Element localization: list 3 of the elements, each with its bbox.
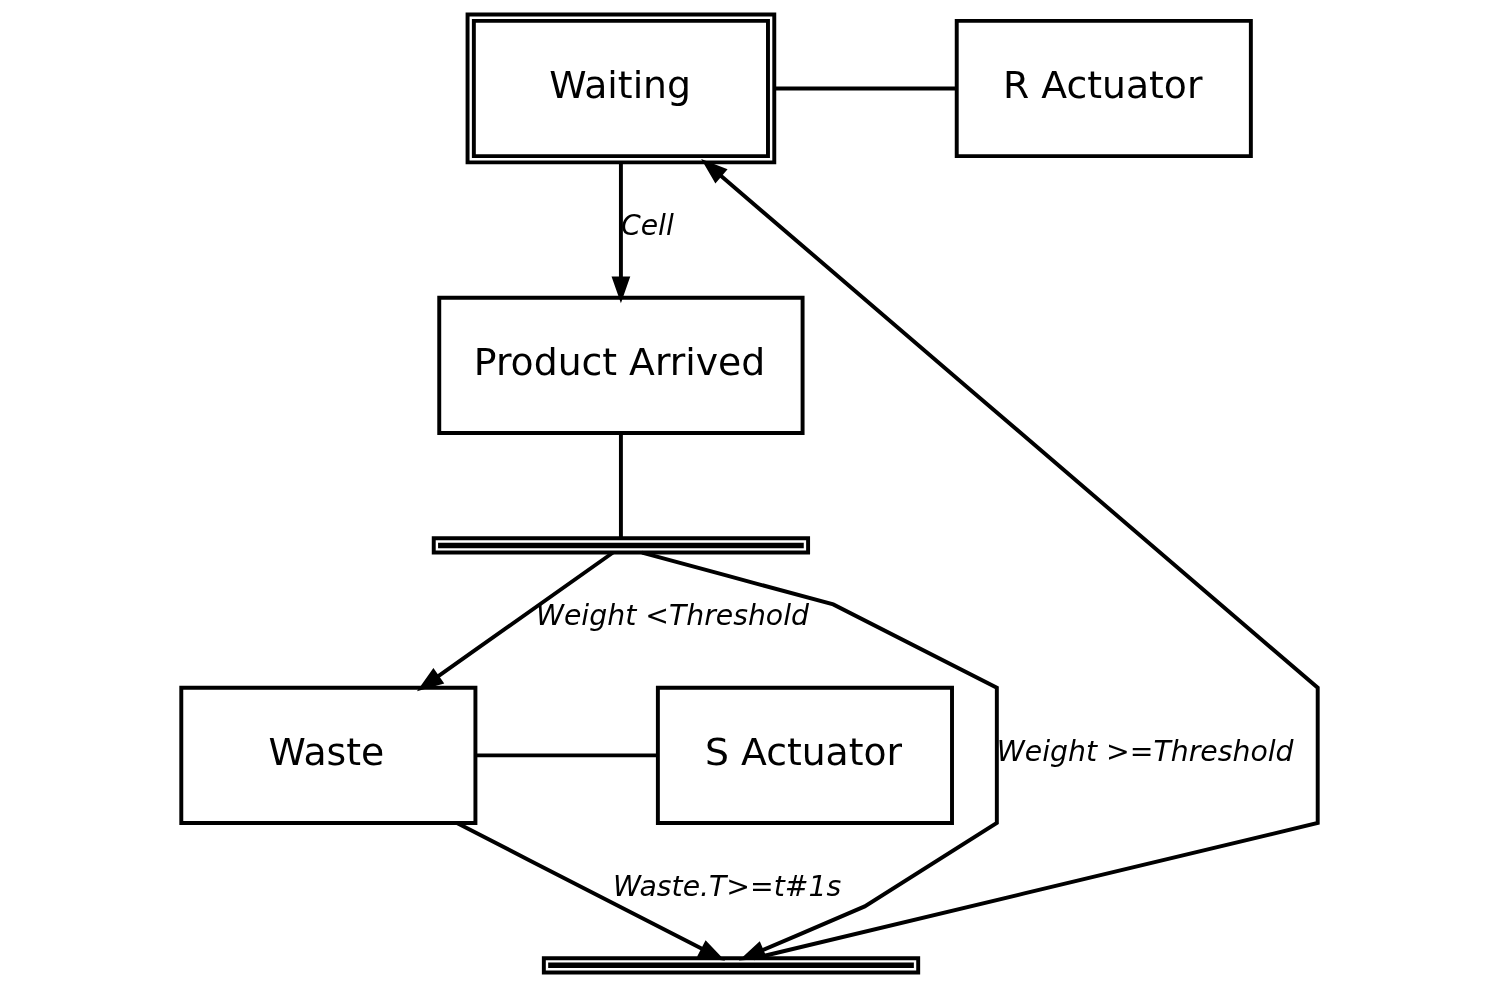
edge-label: Weight <Threshold (535, 599, 809, 633)
edge-label: Waste.T>=t#1s (612, 870, 841, 903)
edge-label: Weight >=Threshold (996, 734, 1294, 768)
